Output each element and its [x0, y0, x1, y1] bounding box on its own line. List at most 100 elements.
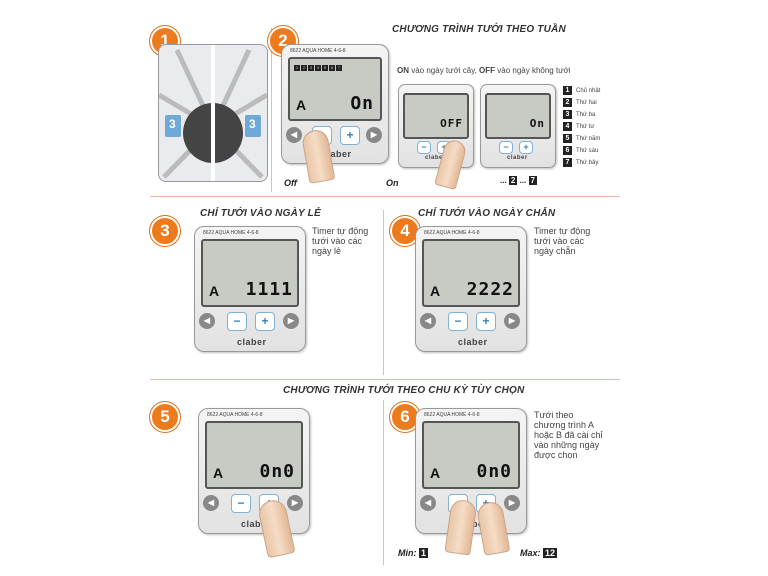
legend-label: Thứ năm: [576, 136, 601, 142]
plus-button-on[interactable]: +: [519, 141, 533, 154]
day-range: ... 2 ... 7: [500, 176, 537, 185]
brand-logo: claber: [241, 519, 271, 529]
device-step2-on: On − + claber: [480, 84, 556, 168]
device-step2-main: 8622 AQUA HOME 4-6-8 1 2 3 4 5 6 7 A On …: [281, 44, 389, 164]
legend-num: 4: [563, 122, 572, 131]
brand-logo-on: claber: [507, 155, 528, 161]
step-badge-5: 5: [150, 402, 180, 432]
min-number: 1: [419, 548, 429, 558]
device-model-label: 8622 AQUA HOME 4-6-8: [424, 412, 480, 418]
note-end: vào ngày không tưới: [495, 66, 571, 75]
program-label: A: [213, 465, 224, 481]
day-5: 5: [322, 65, 328, 71]
day-4: 4: [315, 65, 321, 71]
divider-step3-step4: [383, 210, 384, 375]
right-arrow-button[interactable]: ▶: [504, 495, 520, 511]
cycle-program-title: CHƯƠNG TRÌNH TƯỚI THEO CHU KỲ TÙY CHỌN: [283, 385, 525, 396]
max-value: Max: 12: [520, 548, 558, 558]
minus-button-off[interactable]: −: [417, 141, 431, 154]
divider-row1: [150, 196, 620, 197]
dial-badge-left: 3: [169, 117, 176, 131]
legend-label: Thứ hai: [576, 100, 597, 106]
right-arrow-button[interactable]: ▶: [504, 313, 520, 329]
max-number: 12: [543, 548, 558, 558]
right-arrow-button[interactable]: ▶: [287, 495, 303, 511]
step-badge-3: 3: [150, 216, 180, 246]
legend-label: Thứ ba: [576, 112, 596, 118]
plus-button[interactable]: +: [340, 126, 360, 145]
step2-instruction: ON vào ngày tưới cây, OFF vào ngày không…: [397, 66, 571, 76]
note-off: OFF: [479, 66, 496, 75]
range-end: 7: [528, 176, 537, 185]
lcd-value-on: On: [529, 117, 545, 130]
program-label: A: [430, 465, 441, 481]
left-arrow-button[interactable]: ◀: [203, 495, 219, 511]
minus-button[interactable]: −: [227, 312, 247, 331]
lcd-screen: A 0n0: [422, 421, 520, 489]
device-step4: 8622 AQUA HOME 4-6-8 A 2222 ◀ − + ▶ clab…: [415, 226, 527, 352]
holiday-title: CHỈ TƯỚI VÀO NGÀY LẺ: [200, 208, 321, 219]
step2-off-label: Off: [284, 178, 297, 188]
left-arrow-button[interactable]: ◀: [286, 127, 302, 143]
range-sep-2: ...: [519, 176, 527, 185]
lcd-value: 2222: [466, 279, 514, 300]
day-indicators: 1 2 3 4 5 6 7: [294, 65, 342, 71]
day-2: 2: [301, 65, 307, 71]
device-model-label: 8622 AQUA HOME 4-6-8: [424, 230, 480, 236]
lcd-screen: A 1111: [201, 239, 299, 307]
minus-button-on[interactable]: −: [499, 141, 513, 154]
step3-note: Timer tự động tưới vào các ngày lẻ: [312, 226, 369, 256]
lcd-value: On: [350, 93, 374, 114]
day-7: 7: [336, 65, 342, 71]
plus-button[interactable]: +: [476, 312, 496, 331]
lcd-value-off: OFF: [440, 117, 463, 130]
lcd-screen-on: On: [485, 93, 551, 139]
legend-label: Chủ nhật: [576, 88, 601, 94]
program-label: A: [209, 283, 220, 299]
left-arrow-button[interactable]: ◀: [199, 313, 215, 329]
range-sep: ...: [500, 176, 507, 185]
right-arrow-button[interactable]: ▶: [366, 127, 382, 143]
dial-closeup: 3 3: [158, 44, 268, 182]
legend-num: 7: [563, 158, 572, 167]
lcd-screen: 1 2 3 4 5 6 7 A On: [288, 57, 382, 121]
step2-on-label: On: [386, 178, 399, 188]
min-label: Min:: [398, 548, 417, 558]
lcd-screen-off: OFF: [403, 93, 469, 139]
brand-logo: claber: [458, 337, 488, 347]
legend-num: 6: [563, 146, 572, 155]
right-arrow-button[interactable]: ▶: [283, 313, 299, 329]
left-arrow-button[interactable]: ◀: [420, 313, 436, 329]
minus-button[interactable]: −: [231, 494, 251, 513]
min-value: Min: 1: [398, 548, 429, 558]
dial-rays-graphic: [159, 45, 267, 181]
program-label: A: [296, 97, 307, 113]
step4-note: Timer tự động tưới vào các ngày chẵn: [534, 226, 591, 256]
device-model-label: 8622 AQUA HOME 4-6-8: [290, 48, 346, 54]
weekly-program-title: CHƯƠNG TRÌNH TƯỚI THEO TUẦN: [392, 24, 566, 35]
step6-note: Tưới theo chương trình A hoặc B đã cài c…: [534, 410, 603, 460]
note-on: ON: [397, 66, 409, 75]
day-1: 1: [294, 65, 300, 71]
brand-logo-off: claber: [425, 155, 446, 161]
device-model-label: 8622 AQUA HOME 4-6-8: [203, 230, 259, 236]
legend-row-4: 4 Thứ tư: [563, 122, 594, 132]
day-6: 6: [329, 65, 335, 71]
note-mid: vào ngày tưới cây,: [409, 66, 480, 75]
lcd-value: 1111: [245, 279, 293, 300]
range-start: 2: [508, 176, 518, 185]
device-step3: 8622 AQUA HOME 4-6-8 A 1111 ◀ − + ▶ clab…: [194, 226, 306, 352]
left-arrow-button[interactable]: ◀: [420, 495, 436, 511]
legend-label: Thứ tư: [576, 124, 595, 130]
plus-button[interactable]: +: [255, 312, 275, 331]
brand-logo: claber: [237, 337, 267, 347]
divider-row2: [150, 379, 620, 380]
divider-step1-step2: [271, 28, 272, 192]
minus-button[interactable]: −: [448, 312, 468, 331]
